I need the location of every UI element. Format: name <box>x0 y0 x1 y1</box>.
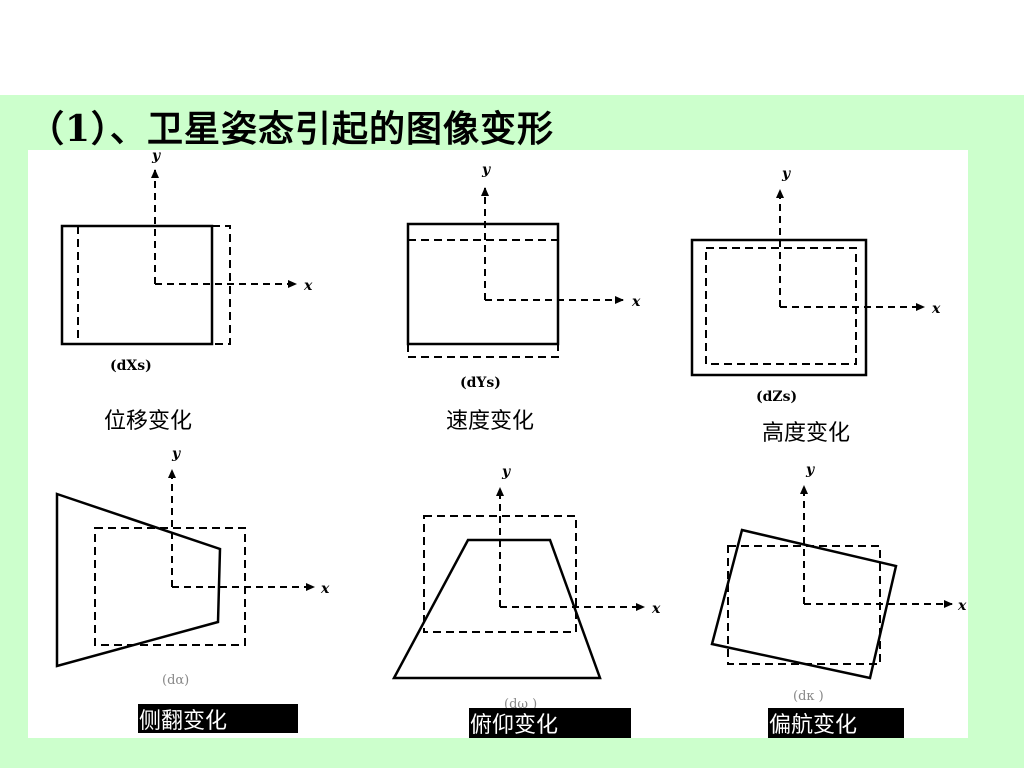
panel-caption: 位移变化 <box>104 409 192 434</box>
panel-caption: 俯仰变化 <box>470 713 558 738</box>
panel-pitch: y x (dω ) 俯仰变化 <box>391 464 661 738</box>
y-axis-label: y <box>781 166 791 182</box>
original-frame <box>60 224 214 346</box>
y-axis-label: y <box>151 148 161 164</box>
panel-symbol: (dκ ) <box>793 689 824 704</box>
panel-roll: y x (dα) 侧翻变化 <box>55 446 330 734</box>
panel-symbol: (dα) <box>162 673 189 688</box>
panel-displacement: y x (dXs) 位移变化 <box>60 148 313 434</box>
panel-symbol: (dZs) <box>756 389 797 405</box>
x-axis-label: x <box>651 601 661 617</box>
x-axis-label: x <box>931 301 941 317</box>
original-frame <box>423 515 577 633</box>
caption-box <box>138 704 298 733</box>
y-axis-label: y <box>501 464 511 480</box>
panel-symbol: (dYs) <box>460 375 501 391</box>
panel-symbol: (dXs) <box>110 358 152 374</box>
distorted-frame <box>710 528 898 680</box>
y-axis-label: y <box>171 446 181 462</box>
shifted-frame-bottom <box>407 344 559 358</box>
panel-caption: 侧翻变化 <box>139 709 227 734</box>
x-axis-label: x <box>303 278 313 294</box>
x-axis-label: x <box>631 294 641 310</box>
x-axis-label: x <box>957 598 967 614</box>
x-axis-label: x <box>320 581 330 597</box>
caption-box <box>469 708 631 738</box>
distorted-frame <box>391 538 602 680</box>
panel-caption: 速度变化 <box>446 409 534 434</box>
panel-altitude: y x (dZs) 高度变化 <box>690 166 941 446</box>
panel-caption: 偏航变化 <box>769 713 857 738</box>
panel-caption: 高度变化 <box>762 421 850 446</box>
y-axis-label: y <box>805 462 815 478</box>
slide-title: （1）、卫星姿态引起的图像变形 <box>28 108 555 150</box>
panel-velocity: y x (dYs) 速度变化 <box>406 162 641 434</box>
y-axis-label: y <box>481 162 491 178</box>
shifted-frame-right <box>212 225 231 345</box>
panel-yaw: y x (dκ ) 偏航变化 <box>710 462 967 738</box>
caption-box <box>768 708 904 738</box>
distorted-frame <box>55 492 222 668</box>
original-frame <box>406 222 560 346</box>
